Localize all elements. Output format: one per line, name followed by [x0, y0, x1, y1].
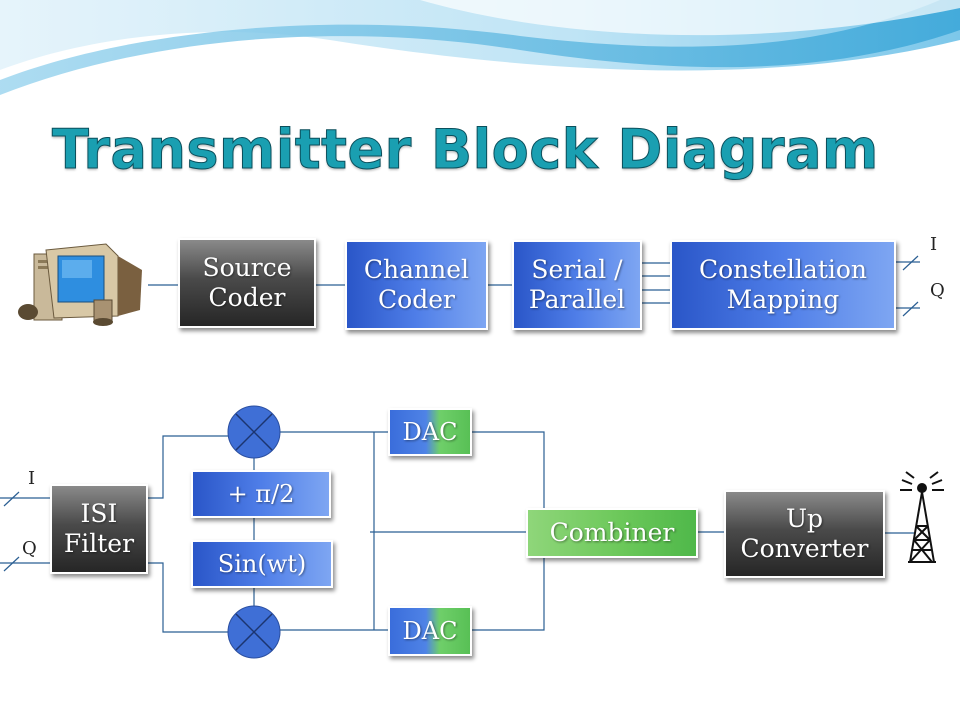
antenna-tower-icon — [900, 471, 944, 563]
sin-wt-block: Sin(wt) — [191, 540, 333, 588]
channel-coder-block: Channel Coder — [345, 240, 488, 330]
dac-bottom-block: DAC — [388, 606, 472, 656]
dac-top-block: DAC — [388, 408, 472, 456]
source-coder-block: Source Coder — [178, 238, 316, 328]
phase-shift-block: + π/2 — [191, 470, 331, 518]
page-title: Transmitter Block Diagram — [52, 118, 879, 182]
computer-icon — [18, 243, 142, 326]
multiplier-icon-top — [227, 405, 281, 459]
isi-filter-block: ISI Filter — [50, 484, 148, 574]
multiplier-icon-bottom — [227, 605, 281, 659]
serial-parallel-block: Serial / Parallel — [512, 240, 642, 330]
combiner-block: Combiner — [526, 508, 698, 558]
up-converter-block: Up Converter — [724, 490, 885, 578]
constellation-mapping-block: Constellation Mapping — [670, 240, 896, 330]
label-i-top: I — [930, 234, 938, 255]
label-i-left: I — [28, 468, 36, 489]
label-q-left: Q — [22, 538, 37, 559]
decorative-waves — [0, 0, 960, 95]
label-q-top: Q — [930, 280, 945, 301]
